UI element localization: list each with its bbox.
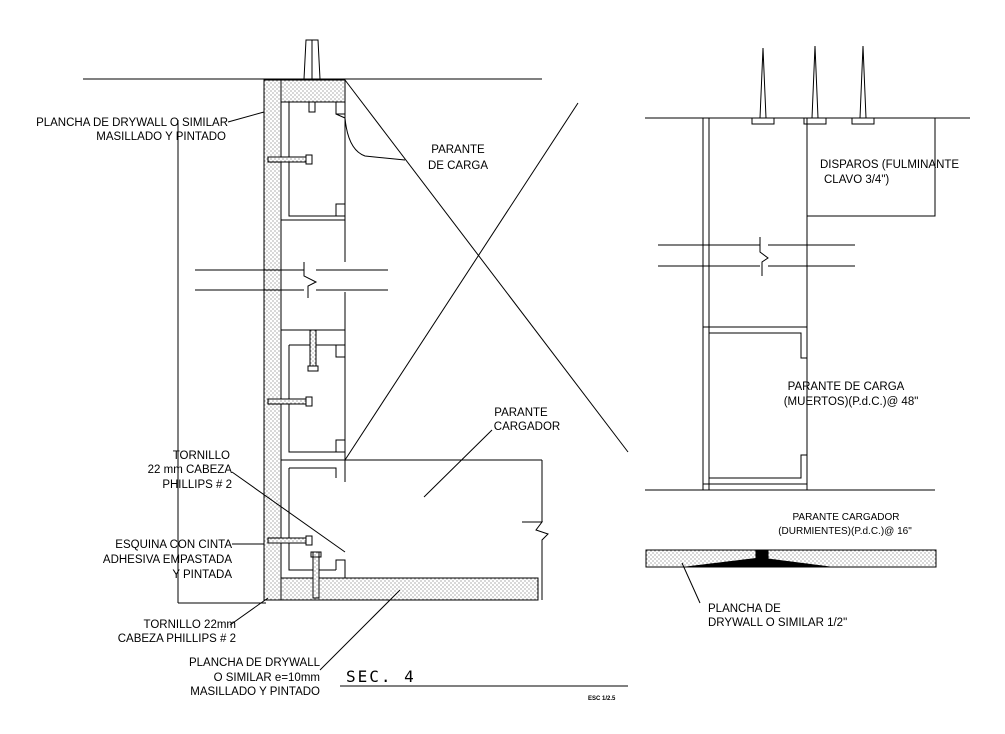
label-esquina-3: Y PINTADA	[172, 569, 232, 581]
label-plancha-bottom-2: O SIMILAR e=10mm	[214, 672, 320, 684]
right-detail	[645, 45, 970, 604]
label-parante-carga-1: PARANTE	[431, 144, 485, 156]
label-esquina-2: ADHESIVA EMPASTADA	[103, 554, 232, 566]
label-parante-muertos-1: PARANTE DE CARGA	[788, 381, 905, 393]
label-tornillo-lower-2: CABEZA PHILLIPS # 2	[118, 633, 236, 645]
label-parante-durmientes-2: (DURMIENTES)(P.d.C.)@ 16"	[778, 526, 912, 537]
parante-muertos-box	[702, 326, 808, 485]
diagonal-cross-a	[344, 79, 629, 453]
fastener-1	[751, 47, 775, 125]
label-plancha-top-1: PLANCHA DE DRYWALL O SIMILAR	[36, 117, 228, 129]
label-plancha-half-2: DRYWALL O SIMILAR 1/2"	[708, 617, 847, 629]
label-disparos-2: CLAVO 3/4")	[824, 174, 889, 186]
screw-upper	[267, 154, 313, 165]
screw-lower-vertical	[310, 551, 322, 599]
label-tornillo-upper-1: TORNILLO	[173, 450, 230, 462]
top-screw	[308, 101, 316, 113]
stud-middle	[288, 344, 345, 453]
joint-compound	[685, 557, 831, 568]
left-detail	[83, 39, 629, 687]
label-plancha-bottom-1: PLANCHA DE DRYWALL	[189, 657, 321, 669]
label-disparos-1: DISPAROS (FULMINANTE	[820, 159, 959, 171]
label-parante-cargador-1: PARANTE	[494, 407, 548, 419]
section-title: SEC. 4	[346, 667, 416, 686]
diagonal-cross-b	[344, 102, 579, 461]
label-parante-cargador-2: CARGADOR	[494, 421, 560, 433]
screw-lower	[267, 535, 313, 546]
label-tornillo-lower-1: TORNILLO 22mm	[144, 619, 236, 631]
label-tornillo-upper-3: PHILLIPS # 2	[162, 479, 232, 491]
label-parante-durmientes-1: PARANTE CARGADOR	[792, 512, 899, 523]
drywall-board-horizontal	[280, 577, 539, 601]
scale-note: ESC 1/2.5	[588, 696, 616, 702]
label-plancha-bottom-3: MASILLADO Y PINTADO	[190, 686, 320, 698]
label-plancha-half-1: PLANCHA DE	[708, 603, 781, 615]
floor-slab-cut-right	[658, 237, 855, 276]
label-esquina-1: ESQUINA CON CINTA	[115, 539, 232, 551]
fastener-3	[851, 45, 875, 125]
fastener-2	[803, 45, 827, 125]
floor-slab-cut	[195, 262, 388, 298]
label-parante-carga-2: DE CARGA	[428, 160, 488, 172]
top-plate	[280, 79, 346, 103]
label-parante-muertos-2: (MUERTOS)(P.d.C.)@ 48"	[784, 396, 919, 408]
anchor-fastener	[303, 39, 321, 80]
label-tornillo-upper-2: 22 mm CABEZA	[148, 464, 233, 476]
screw-middle	[267, 396, 313, 407]
stud-upper	[288, 101, 345, 217]
screw-middle-vertical	[307, 329, 319, 372]
label-plancha-top-2: MASILLADO Y PINTADO	[96, 131, 226, 143]
